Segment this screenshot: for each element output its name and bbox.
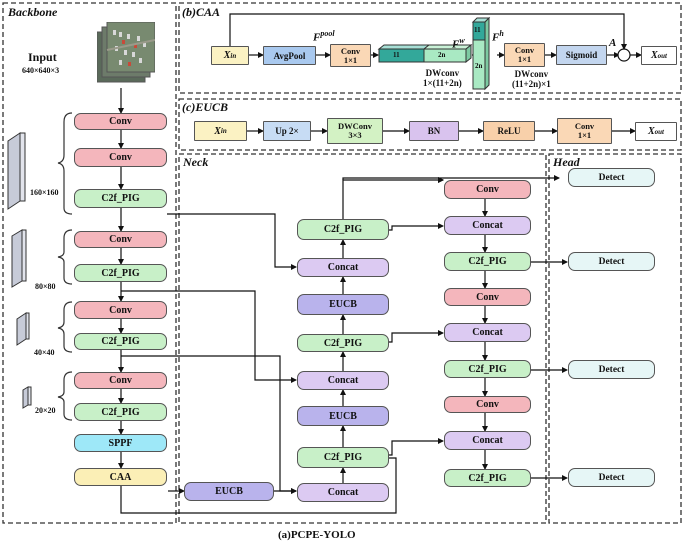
backbone-conv-3: Conv bbox=[74, 231, 167, 248]
neck-right-c2f-pig-2: C2f_PIG bbox=[444, 360, 531, 378]
eucb-title: (c)EUCB bbox=[182, 100, 228, 114]
neck-eucb-1: EUCB bbox=[297, 294, 389, 315]
caa-fw-label: Fw bbox=[452, 36, 465, 51]
backbone-caa: CAA bbox=[74, 468, 167, 486]
neck-concat-3: Concat bbox=[297, 483, 389, 502]
caa-title: (b)CAA bbox=[182, 5, 221, 19]
neck-eucb-2: EUCB bbox=[297, 406, 389, 426]
neck-right-concat-3: Concat bbox=[444, 431, 531, 450]
neck-right-conv-3: Conv bbox=[444, 396, 531, 413]
eucb-frame bbox=[178, 98, 682, 151]
scale-slabs bbox=[7, 132, 32, 409]
input-size: 640×640×3 bbox=[22, 66, 60, 75]
backbone-conv-1: Conv bbox=[74, 113, 167, 130]
caa-frame bbox=[178, 2, 682, 94]
caa-block-11: 11 bbox=[393, 51, 400, 59]
neck-concat-1: Concat bbox=[297, 258, 389, 277]
caa-block-2n: 2n bbox=[438, 51, 446, 59]
eucb-relu: ReLU bbox=[483, 121, 535, 141]
neck-right-concat-1: Concat bbox=[444, 216, 531, 235]
head-detect-4: Detect bbox=[568, 468, 655, 487]
neck-right-conv-2: Conv bbox=[444, 288, 531, 306]
eucb-up: Up 2× bbox=[263, 121, 311, 141]
neck-right-concat-2: Concat bbox=[444, 323, 531, 342]
backbone-c2f-pig-4: C2f_PIG bbox=[74, 403, 167, 421]
head-detect-3: Detect bbox=[568, 360, 655, 379]
neck-right-conv-1: Conv bbox=[444, 180, 531, 199]
backbone-title: Backbone bbox=[8, 5, 58, 19]
backbone-conv-2: Conv bbox=[74, 148, 167, 167]
scale-label-20: 20×20 bbox=[35, 406, 56, 415]
backbone-c2f-pig-3: C2f_PIG bbox=[74, 333, 167, 350]
head-detect-2: Detect bbox=[568, 252, 655, 271]
input-title: Input bbox=[28, 50, 57, 64]
scale-label-40: 40×40 bbox=[34, 348, 55, 357]
scale-label-160: 160×160 bbox=[30, 188, 59, 197]
neck-eucb-bottom: EUCB bbox=[184, 482, 274, 501]
neck-c2f-pig-2: C2f_PIG bbox=[297, 334, 389, 352]
caa-dwconv-2: DWconv(11+2n)×1 bbox=[512, 69, 551, 89]
neck-title: Neck bbox=[183, 155, 209, 169]
backbone-c2f-pig-2: C2f_PIG bbox=[74, 264, 167, 282]
caa-sigmoid: Sigmoid bbox=[556, 45, 607, 65]
caa-a-label: A bbox=[609, 37, 617, 49]
caa-fpool-label: Fpool bbox=[313, 29, 335, 44]
head-detect-1: Detect bbox=[568, 168, 655, 187]
neck-right-c2f-pig-3: C2f_PIG bbox=[444, 469, 531, 487]
neck-concat-2: Concat bbox=[297, 371, 389, 390]
input-aerial-image bbox=[97, 22, 155, 83]
backbone-conv-4: Conv bbox=[74, 301, 167, 319]
backbone-conv-5: Conv bbox=[74, 372, 167, 389]
multiply-node bbox=[617, 48, 631, 62]
caa-fh-label: Fh bbox=[492, 29, 504, 44]
eucb-bn: BN bbox=[409, 121, 459, 141]
scale-label-80: 80×80 bbox=[35, 282, 56, 291]
backbone-frame bbox=[2, 2, 177, 524]
caa-vblock-11: 11 bbox=[474, 26, 481, 34]
neck-c2f-pig-1: C2f_PIG bbox=[297, 219, 389, 240]
caa-avgpool: AvgPool bbox=[263, 46, 316, 65]
neck-right-c2f-pig-1: C2f_PIG bbox=[444, 252, 531, 271]
backbone-c2f-pig-1: C2f_PIG bbox=[74, 189, 167, 208]
head-frame bbox=[548, 153, 682, 524]
backbone-sppf: SPPF bbox=[74, 434, 167, 452]
caa-vblock-2n: 2n bbox=[475, 62, 483, 70]
figure-caption: (a)PCPE-YOLO bbox=[278, 529, 356, 541]
neck-c2f-pig-3: C2f_PIG bbox=[297, 447, 389, 468]
head-title: Head bbox=[553, 155, 580, 169]
